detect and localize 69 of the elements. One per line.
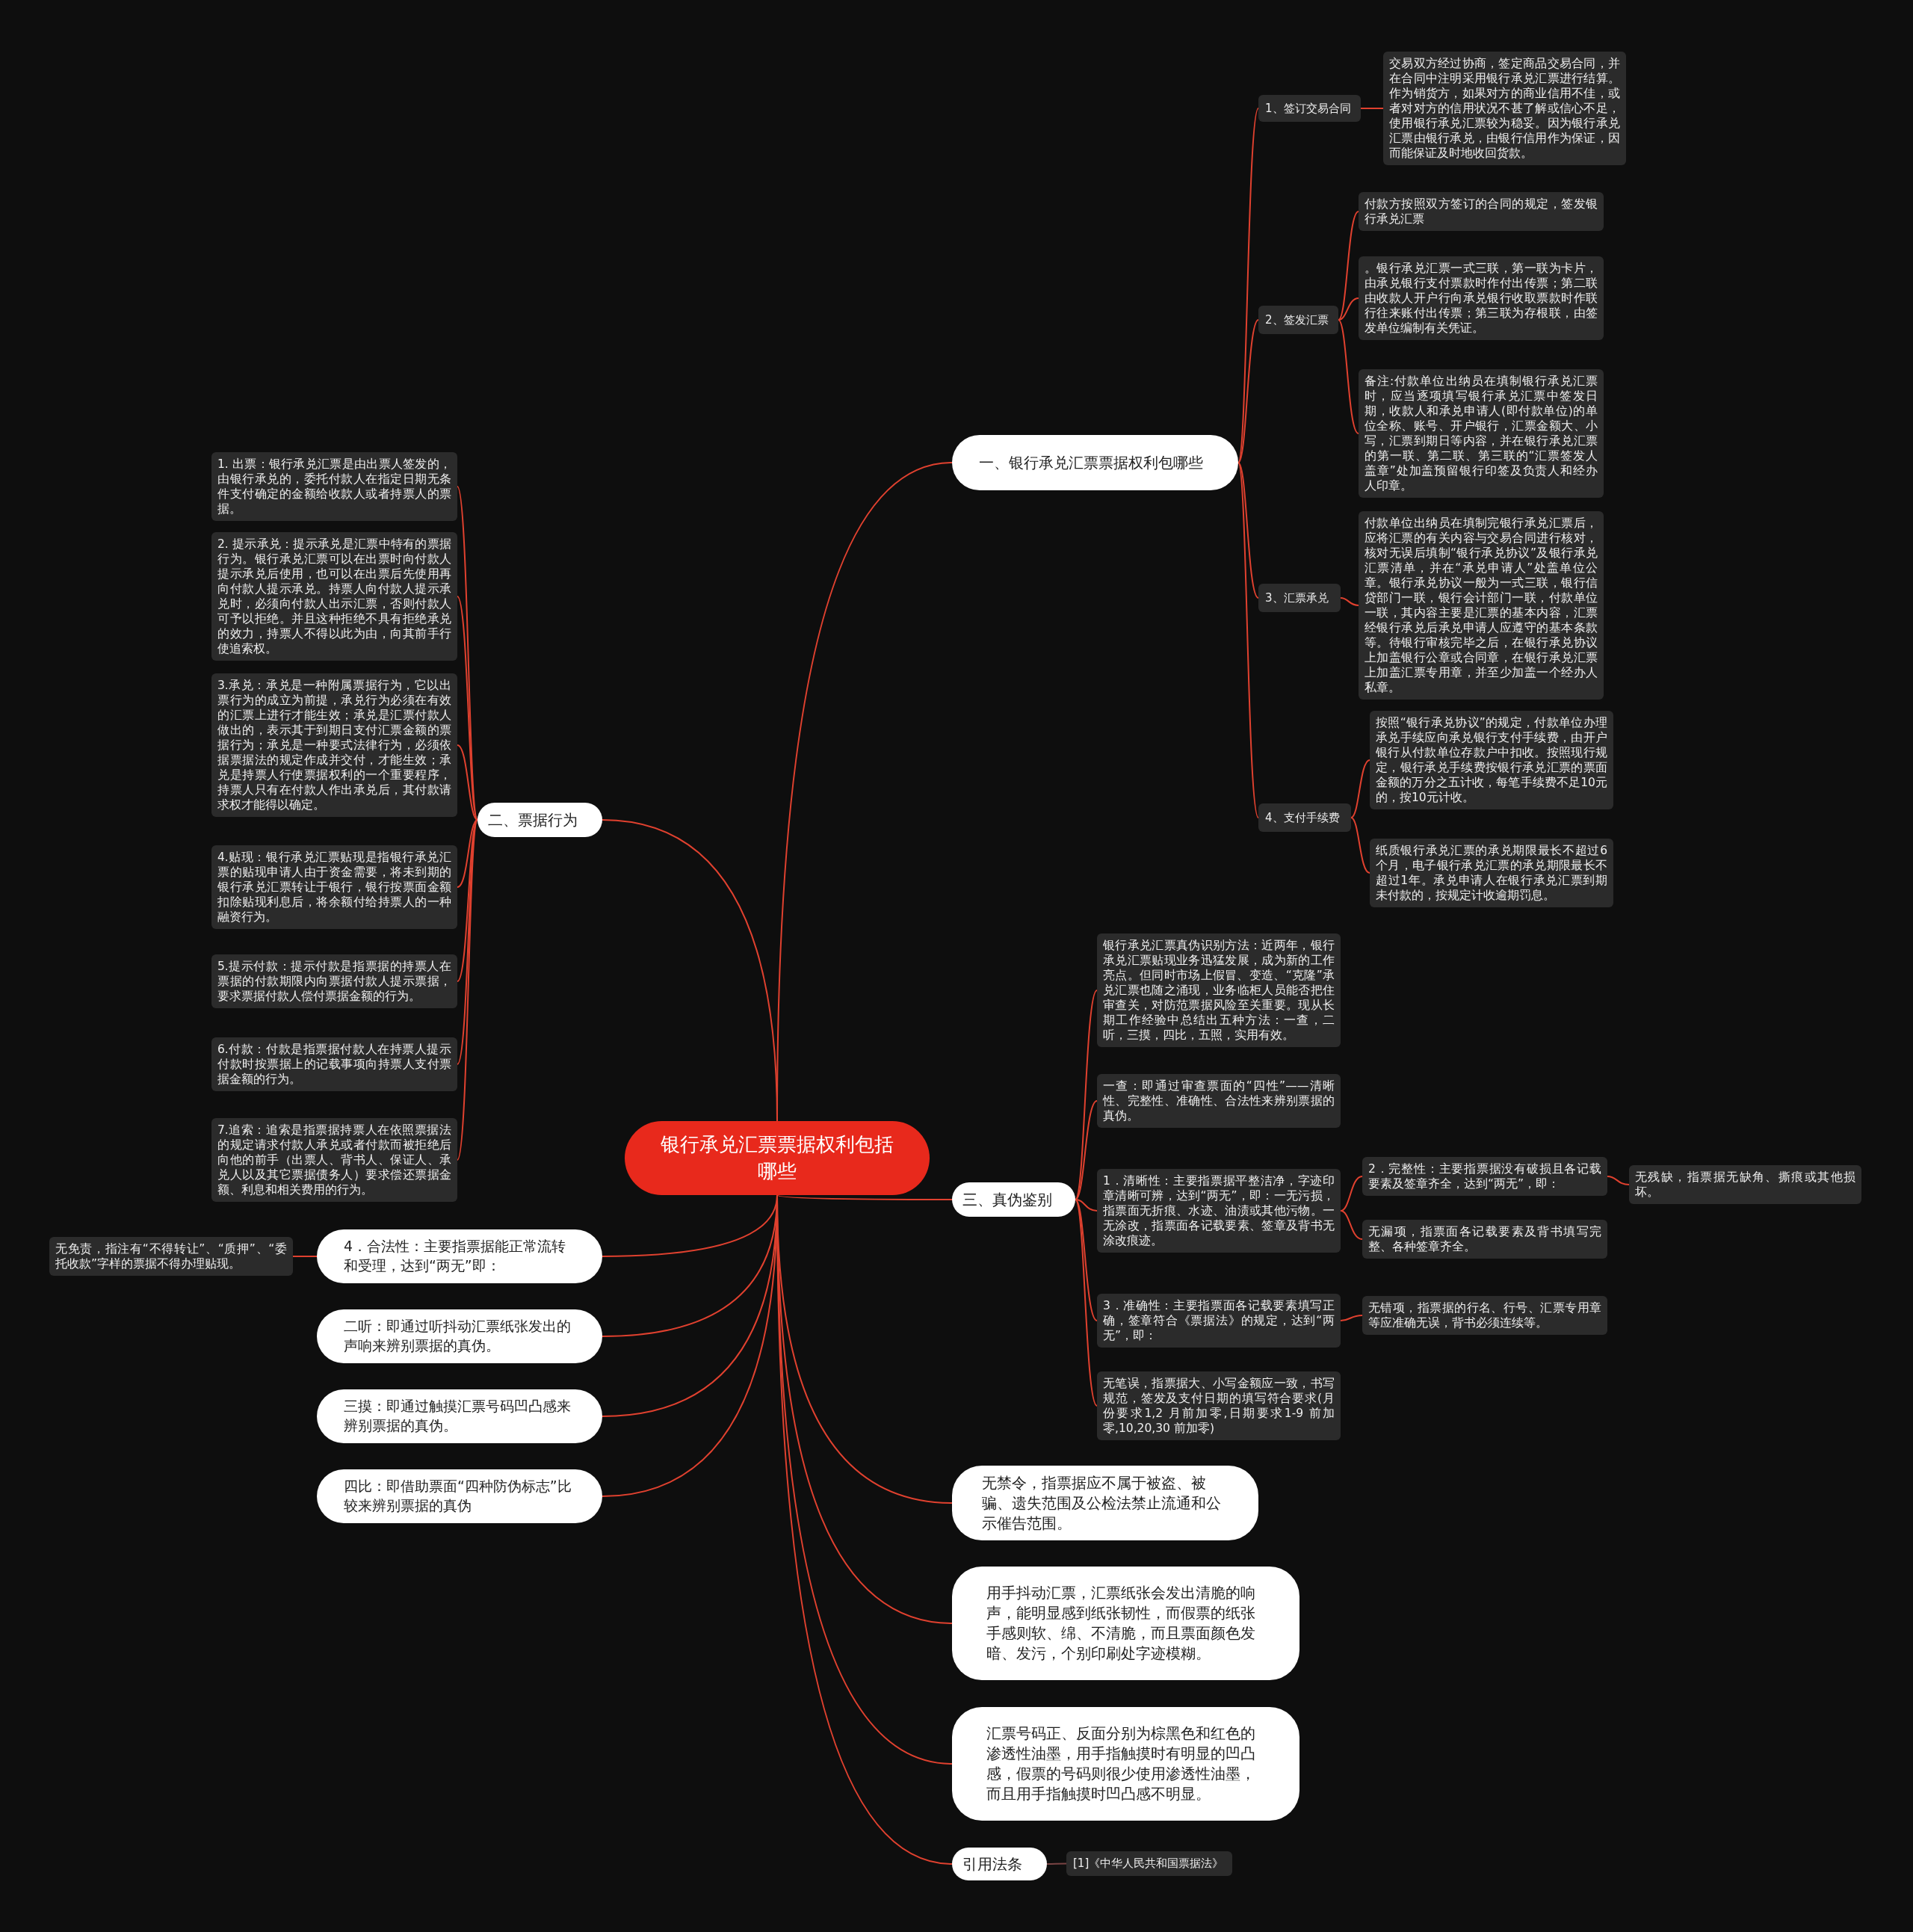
note-box: 3．准确性：主要指票面各记载要素填写正确，签章符合《票据法》的规定，达到“两无”，即： xyxy=(1097,1294,1341,1348)
connector-line xyxy=(457,819,478,888)
note-box: 一查：即通过审查票面的“四性”——清晰性、完整性、准确性、合法性来辨别票据的真伪。 xyxy=(1097,1074,1341,1128)
topic-pill: 一、银行承兑汇票票据权利包哪些 xyxy=(952,435,1238,490)
note-box: 银行承兑汇票真伪识别方法：近两年，银行承兑汇票贴现业务迅猛发展，成为新的工作亮点。但同时市场上假冒、变造、“克隆”承兑汇票也随之涌现，业务临柜人员能否把住审查关，对防范票据风险至关重要。现从长期工作经验中总结出五种方法：一查，二听，三摸，四比，五照，实用有效。 xyxy=(1097,933,1341,1047)
connector-line xyxy=(457,819,478,982)
note-box: 备注:付款单位出纳员在填制银行承兑汇票时，应当逐项填写银行承兑汇票中签发日期，收款人和承兑申请人(即付款单位)的单位全称、账号、开户银行，汇票金额大、小写，汇票到期日等内容，并在银行承兑汇票的第一联、第二联、第三联的“汇票签发人盖章”处加盖预留银行印签及负责人和经办人印章。 xyxy=(1359,369,1604,498)
connector-line xyxy=(1075,990,1098,1200)
subtopic-box: 4、支付手续费 xyxy=(1258,803,1351,832)
topic-pill: 三摸：即通过触摸汇票号码凹凸感来辨别票据的真伪。 xyxy=(317,1389,602,1443)
connector-line xyxy=(1340,1176,1363,1212)
topic-pill: 二、票据行为 xyxy=(478,803,602,837)
topic-pill: 三、真伪鉴别 xyxy=(952,1182,1075,1217)
note-box: 7.追索：追索是指票据持票人在依照票据法的规定请求付款人承兑或者付款而被拒绝后向他的前手（出票人、背书人、保证人、承兑人以及其它票据债务人）要求偿还票据金额、利息和相关费用的行为。 xyxy=(211,1118,457,1202)
topic-pill: 4．合法性：主要指票据能正常流转和受理，达到“两无”即： xyxy=(317,1229,602,1283)
connector-line xyxy=(1340,597,1359,606)
connector-line xyxy=(1350,817,1370,874)
connector-line xyxy=(1607,1176,1630,1185)
connector-line xyxy=(602,819,778,1122)
subtopic-box: 2、签发汇票 xyxy=(1258,306,1338,334)
note-box: 无免责，指注有“不得转让”、“质押”、“委托收款”字样的票据不得办理贴现。 xyxy=(49,1237,293,1276)
topic-pill: 二听：即通过听抖动汇票纸张发出的声响来辨别票据的真伪。 xyxy=(317,1309,602,1363)
topic-pill: 汇票号码正、反面分别为棕黑色和红色的渗透性油墨，用手指触摸时有明显的凹凸感，假票的号码则很少使用渗透性油墨，而且用手指触摸时凹凸感不明显。 xyxy=(952,1707,1299,1821)
note-box: 付款方按照双方签订的合同的规定，签发银行承兑汇票 xyxy=(1359,192,1604,231)
note-box: 3.承兑：承兑是一种附属票据行为，它以出票行为的成立为前提，承兑行为必须在有效的汇票上进行才能生效；承兑是汇票付款人做出的，表示其于到期日支付汇票金额的票据行为；承兑是一种要式法律行为，必须依据票据法的规定作成并交付，才能生效；承兑是持票人行使票据权利的一个重要程序，持票人只有在付款人作出承兑后，其付款请求权才能得以确定。 xyxy=(211,673,457,817)
note-box: 6.付款：付款是指票据付款人在持票人提示付款时按票据上的记载事项向持票人支付票据金额的行为。 xyxy=(211,1037,457,1091)
note-box: 2．完整性：主要指票据没有破损且各记载要素及签章齐全，达到“两无”，即： xyxy=(1362,1157,1607,1196)
connector-line xyxy=(1338,319,1359,434)
connector-line xyxy=(1237,319,1259,463)
note-box: 5.提示付款：提示付款是指票据的持票人在票据的付款期限内向票据付款人提示票据，要求票据付款人偿付票据金额的行为。 xyxy=(211,954,457,1008)
connector-line xyxy=(1075,1199,1098,1407)
note-box: 无漏项，指票面各记载要素及背书填写完整、各种签章齐全。 xyxy=(1362,1220,1607,1259)
subtopic-box: 3、汇票承兑 xyxy=(1258,584,1341,612)
note-box: 。银行承兑汇票一式三联，第一联为卡片，由承兑银行支付票款时作付出传票；第二联由收款人开户行向承兑银行收取票款时作联行往来账付出传票；第三联为存根联，由签发单位编制有关凭证。 xyxy=(1359,256,1604,340)
connector-line xyxy=(776,1194,953,1200)
connector-line xyxy=(1237,108,1259,463)
connector-line xyxy=(1237,462,1259,818)
topic-pill: 无禁令，指票据应不属于被盗、被骗、遗失范围及公检法禁止流通和公示催告范围。 xyxy=(952,1466,1258,1540)
note-box: 1．清晰性：主要指票据平整洁净，字迹印章清晰可辨，达到“两无”，即：一无污损，指票面无折痕、水迹、油渍或其他污物。一无涂改，指票面各记载要素、签章及背书无涂改痕迹。 xyxy=(1097,1169,1341,1253)
note-box: 4.贴现：银行承兑汇票贴现是指银行承兑汇票的贴现申请人由于资金需要，将未到期的银行承兑汇票转让于银行，银行按票面金额扣除贴现利息后，将余额付给持票人的一种融资行为。 xyxy=(211,845,457,929)
connector-line xyxy=(1360,108,1384,109)
connector-line xyxy=(1237,462,1259,599)
note-box: 纸质银行承兑汇票的承兑期限最长不超过6个月，电子银行承兑汇票的承兑期限最长不超过1年。承兑申请人在银行承兑汇票到期未付款的，按规定计收逾期罚息。 xyxy=(1370,839,1613,907)
note-box: 无笔误，指票据大、小写金额应一致，书写规范，签发及支付日期的填写符合要求(月份要求1,2 月前加零,日期要求1-9 前加零,10,20,30 前加零) xyxy=(1097,1371,1341,1440)
topic-pill: 四比：即借助票面“四种防伪标志”比较来辨别票据的真伪 xyxy=(317,1469,602,1523)
note-box: 1. 出票：银行承兑汇票是由出票人签发的，由银行承兑的，委托付款人在指定日期无条件支付确定的金额给收款人或者持票人的票据。 xyxy=(211,452,457,521)
connector-line xyxy=(1340,1315,1363,1321)
connector-line xyxy=(457,744,478,821)
connector-line xyxy=(1338,211,1359,321)
subtopic-box: 1、签订交易合同 xyxy=(1258,95,1361,122)
central-topic-pill: 银行承兑汇票票据权利包括哪些 xyxy=(625,1121,930,1195)
note-box: 付款单位出纳员在填制完银行承兑汇票后，应将汇票的有关内容与交易合同进行核对，核对无误后填制“银行承兑协议”及银行承兑汇票清单，并在“承兑申请人”处盖单位公章。银行承兑协议一般为一式三联，银行信贷部门一联，银行会计部门一联，付款单位一联，其内容主要是汇票的基本内容，汇票经银行承兑后承兑申请人应遵守的基本条款等。待银行审核完毕之后，在银行承兑协议上加盖银行公章或合同章，在银行承兑汇票上加盖汇票专用章，并至少加盖一个经办人私章。 xyxy=(1359,511,1604,700)
note-box: 交易双方经过协商，签定商品交易合同，并在合同中注明采用银行承兑汇票进行结算。作为销货方，如果对方的商业信用不佳，或者对对方的信用状况不甚了解或信心不足，使用银行承兑汇票较为稳妥。因为银行承兑汇票由银行承兑，由银行信用作为保证，因而能保证及时地收回货款。 xyxy=(1383,52,1626,165)
note-box: 按照“银行承兑协议”的规定，付款单位办理承兑手续应向承兑银行支付手续费，由开户银行从付款单位存款户中扣收。按照现行规定，银行承兑手续费按银行承兑汇票的票面金额的万分之五计收，每笔手续费不足10元的，按10元计收。 xyxy=(1370,711,1613,809)
connector-line xyxy=(1340,1210,1363,1240)
connector-line xyxy=(1075,1199,1098,1212)
subtopic-box: [1]《中华人民共和国票据法》 xyxy=(1066,1851,1232,1876)
connector-line xyxy=(457,486,478,821)
connector-line xyxy=(1046,1862,1067,1865)
topic-pill: 引用法条 xyxy=(952,1848,1047,1880)
connector-line xyxy=(1338,297,1359,321)
note-box: 无残缺，指票据无缺角、撕痕或其他损坏。 xyxy=(1629,1165,1861,1204)
connector-line xyxy=(1075,1199,1098,1321)
connector-line xyxy=(292,1256,318,1257)
note-box: 无错项，指票据的行名、行号、汇票专用章等应准确无误，背书必须连续等。 xyxy=(1362,1296,1607,1335)
note-box: 2. 提示承兑：提示承兑是汇票中特有的票据行为。银行承兑汇票可以在出票时向付款人提示承兑后使用，也可以在出票后先使用再向付款人提示承兑。持票人向付款人提示承兑时，必须向付款人出示汇票，否则付款人可予以拒绝。并且这种拒绝不具有拒绝承兑的效力，持票人不得以此为由，向其前手行使追索权。 xyxy=(211,532,457,661)
connector-line xyxy=(1075,1100,1098,1200)
connector-line xyxy=(1350,759,1370,818)
topic-pill: 用手抖动汇票，汇票纸张会发出清脆的响声，能明显感到纸张韧性，而假票的纸张手感则软、绵、不清脆，而且票面颜色发暗、发污，个别印刷处字迹模糊。 xyxy=(952,1567,1299,1680)
